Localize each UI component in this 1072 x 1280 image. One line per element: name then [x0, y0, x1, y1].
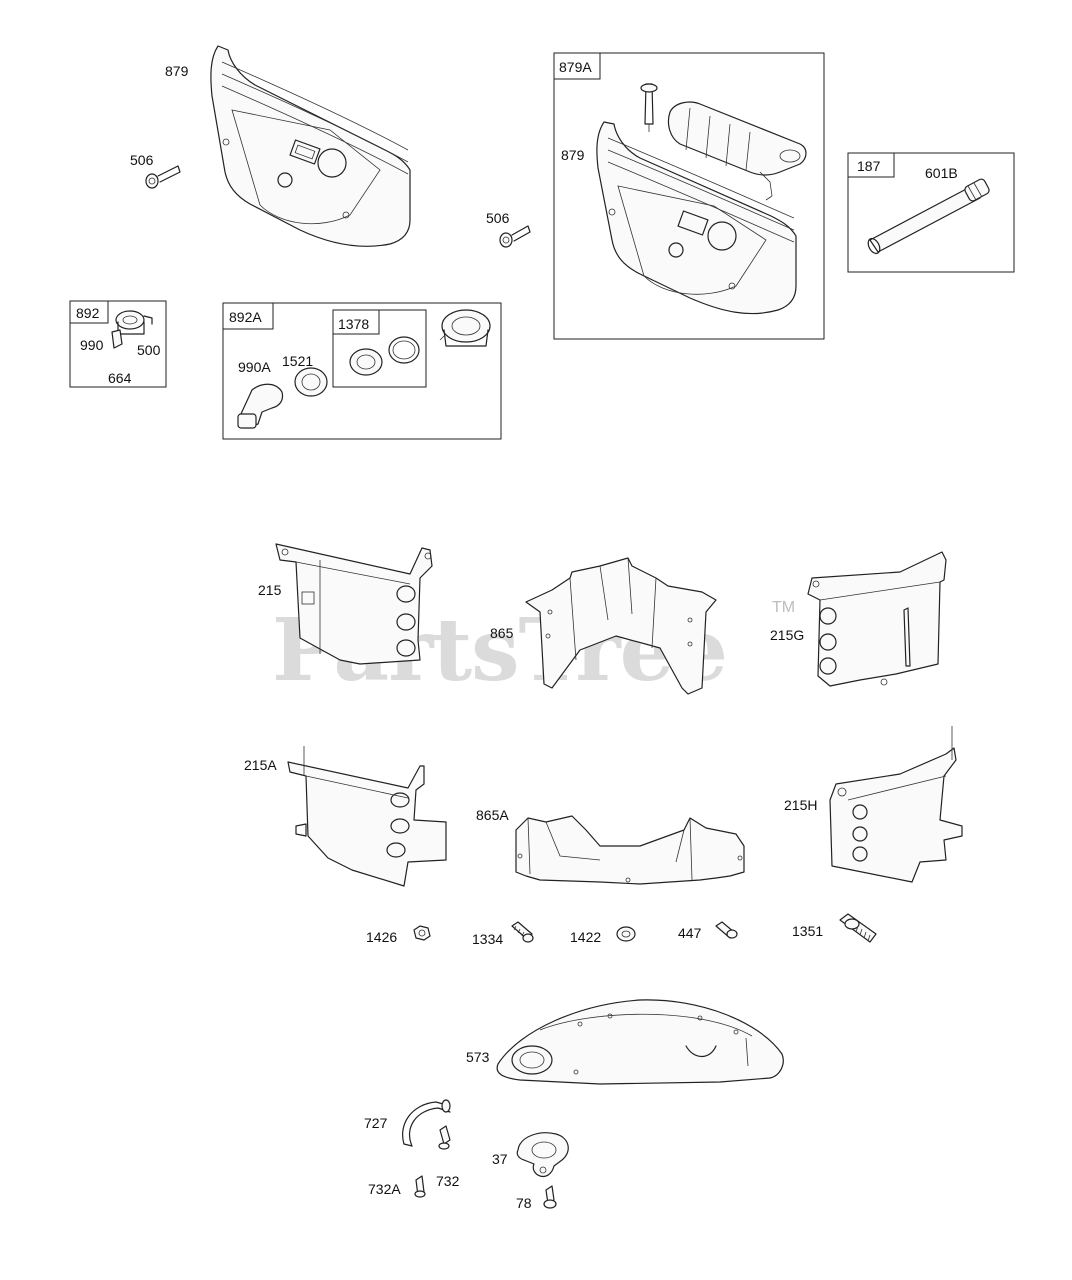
label-664: 664: [108, 370, 132, 386]
label-879: 879: [165, 63, 189, 79]
box-879a-label: 879A: [559, 59, 592, 75]
part-879-cover-kit[interactable]: [596, 121, 797, 315]
box-1378-label: 1378: [338, 316, 369, 332]
label-732a: 732A: [368, 1181, 401, 1197]
label-990a: 990A: [238, 359, 271, 375]
label-879-kit: 879: [561, 147, 585, 163]
label-727: 727: [364, 1115, 388, 1131]
part-1378-seal[interactable]: [349, 336, 420, 376]
label-215: 215: [258, 582, 282, 598]
label-215h: 215H: [784, 797, 817, 813]
label-215g: 215G: [770, 627, 804, 643]
label-447: 447: [678, 925, 702, 941]
part-865-bracket[interactable]: [525, 557, 717, 695]
ignition-switch[interactable]: [439, 309, 491, 347]
rivet[interactable]: [640, 83, 658, 132]
part-215h-shield[interactable]: [829, 726, 963, 883]
label-1521: 1521: [282, 353, 313, 369]
part-892-switch[interactable]: [111, 310, 153, 349]
label-1426: 1426: [366, 929, 397, 945]
watermark-tm: TM: [772, 599, 795, 616]
box-892-label: 892: [76, 305, 100, 321]
label-1334: 1334: [472, 931, 503, 947]
label-732: 732: [436, 1173, 460, 1189]
label-215a: 215A: [244, 757, 277, 773]
part-732a-screw[interactable]: [414, 1175, 426, 1198]
box-879a: [553, 52, 825, 340]
part-1422-washer[interactable]: [616, 926, 636, 942]
label-1351: 1351: [792, 923, 823, 939]
part-215a-shield[interactable]: [287, 746, 447, 887]
heat-shield[interactable]: [667, 101, 807, 201]
part-732-screw[interactable]: [438, 1125, 451, 1150]
part-78-screw[interactable]: [543, 1185, 557, 1209]
box-187-label: 187: [857, 158, 881, 174]
box-187: [847, 152, 1015, 273]
box-892a-label: 892A: [229, 309, 262, 325]
part-506-screw[interactable]: [145, 165, 181, 189]
part-447-screw[interactable]: [715, 921, 738, 939]
part-1426-nut[interactable]: [413, 925, 431, 941]
part-601b-tube[interactable]: [866, 178, 991, 256]
part-37-bracket[interactable]: [516, 1132, 569, 1178]
part-727-clamp[interactable]: [402, 1099, 451, 1147]
label-78: 78: [516, 1195, 532, 1211]
part-215-shield[interactable]: [275, 543, 433, 665]
box-892: [69, 300, 167, 388]
part-1334-bolt[interactable]: [511, 921, 534, 943]
label-990: 990: [80, 337, 104, 353]
label-601b: 601B: [925, 165, 958, 181]
label-506-kit: 506: [486, 210, 510, 226]
part-573-baffle[interactable]: [496, 999, 784, 1085]
label-500: 500: [137, 342, 161, 358]
part-1521-nut[interactable]: [294, 367, 328, 397]
box-892a: [222, 302, 502, 440]
label-573: 573: [466, 1049, 490, 1065]
label-865: 865: [490, 625, 514, 641]
part-865a-bracket[interactable]: [515, 815, 745, 885]
label-865a: 865A: [476, 807, 509, 823]
part-215g-shield[interactable]: [807, 551, 947, 687]
part-1351-stud[interactable]: [839, 913, 877, 943]
part-506-screw-kit[interactable]: [499, 225, 531, 248]
label-506: 506: [130, 152, 154, 168]
part-990a-key[interactable]: [237, 383, 284, 429]
label-1422: 1422: [570, 929, 601, 945]
part-879-cover[interactable]: [210, 45, 411, 247]
label-37: 37: [492, 1151, 508, 1167]
